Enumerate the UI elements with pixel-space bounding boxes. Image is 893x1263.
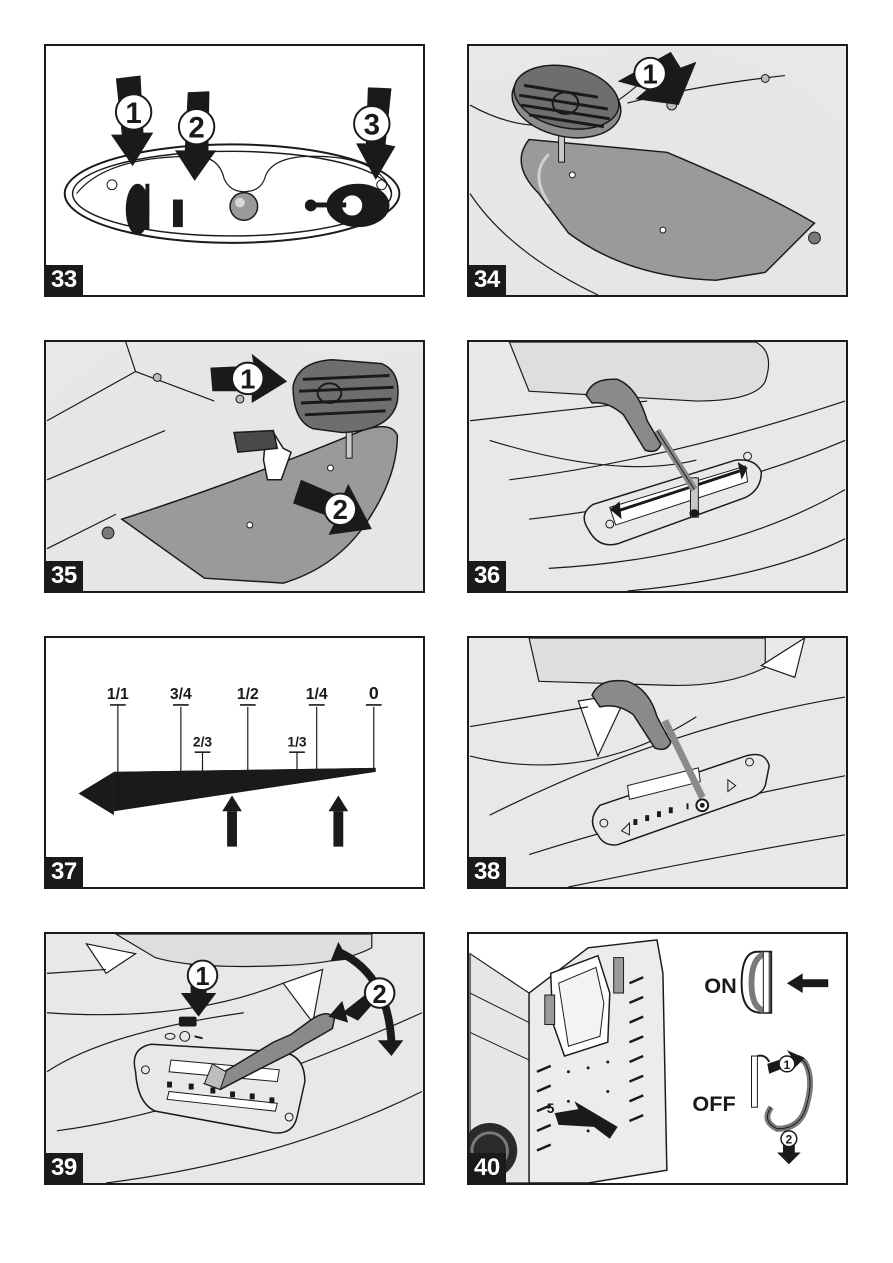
figure-number: 40 (469, 1153, 506, 1183)
callout-3: 3 (364, 109, 380, 142)
figure-37: 1/1 3/4 1/2 1/4 0 2/3 1/3 37 (44, 636, 425, 889)
figure-34: 1 34 (467, 44, 848, 297)
brake-lever-illustration: 1 2 (46, 934, 423, 1183)
panel-marking: 5 (547, 1101, 555, 1116)
figure-number: 39 (46, 1153, 83, 1183)
scale-label-quarter: 1/4 (306, 686, 328, 703)
callout-1: 1 (784, 1058, 791, 1072)
callout-1: 1 (642, 58, 657, 89)
gear-lever-illustration (469, 342, 846, 591)
figure-33: 1 2 3 33 (44, 44, 425, 297)
callout-2: 2 (786, 1133, 793, 1147)
figure-number: 35 (46, 561, 83, 591)
callout-2: 2 (333, 494, 348, 525)
figure-number: 37 (46, 857, 83, 887)
callout-1: 1 (125, 97, 141, 130)
up-arrow-icon (222, 795, 242, 847)
up-arrow-icon (328, 795, 349, 847)
dashboard-illustration: 1 2 3 (63, 75, 401, 244)
speed-scale-diagram: 1/1 3/4 1/2 1/4 0 2/3 1/3 (78, 683, 382, 847)
switch-off-label: OFF (692, 1091, 735, 1116)
switch-on-illustration (740, 950, 829, 1014)
scale-label-one-third: 1/3 (287, 734, 306, 749)
rear-panel-illustration: 5 ON 1 2 OFF (469, 939, 829, 1183)
scale-label-three-quarter: 3/4 (170, 686, 192, 703)
scale-label-two-thirds: 2/3 (193, 734, 212, 749)
switch-on-label: ON (704, 973, 736, 998)
figure-40: 5 ON 1 2 OFF 40 (467, 932, 848, 1185)
pedal-illustration: 1 (469, 46, 845, 295)
figure-number: 33 (46, 265, 83, 295)
pedal-lock-illustration: 1 2 (46, 342, 422, 591)
figure-number: 34 (469, 265, 506, 295)
figure-39: 1 2 39 (44, 932, 425, 1185)
callout-2: 2 (373, 981, 387, 1009)
scale-label-half: 1/2 (237, 686, 259, 703)
scale-label-full: 1/1 (107, 686, 129, 703)
callout-2: 2 (188, 112, 204, 145)
gear-lever-neutral-illustration (469, 638, 846, 887)
figure-36: 36 (467, 340, 848, 593)
switch-off-illustration (750, 1050, 814, 1165)
callout-1: 1 (195, 963, 209, 991)
callout-1: 1 (240, 363, 255, 394)
figure-35: 1 2 35 (44, 340, 425, 593)
figure-38: 38 (467, 636, 848, 889)
figure-number: 36 (469, 561, 506, 591)
figure-number: 38 (469, 857, 506, 887)
scale-label-zero: 0 (369, 683, 379, 703)
